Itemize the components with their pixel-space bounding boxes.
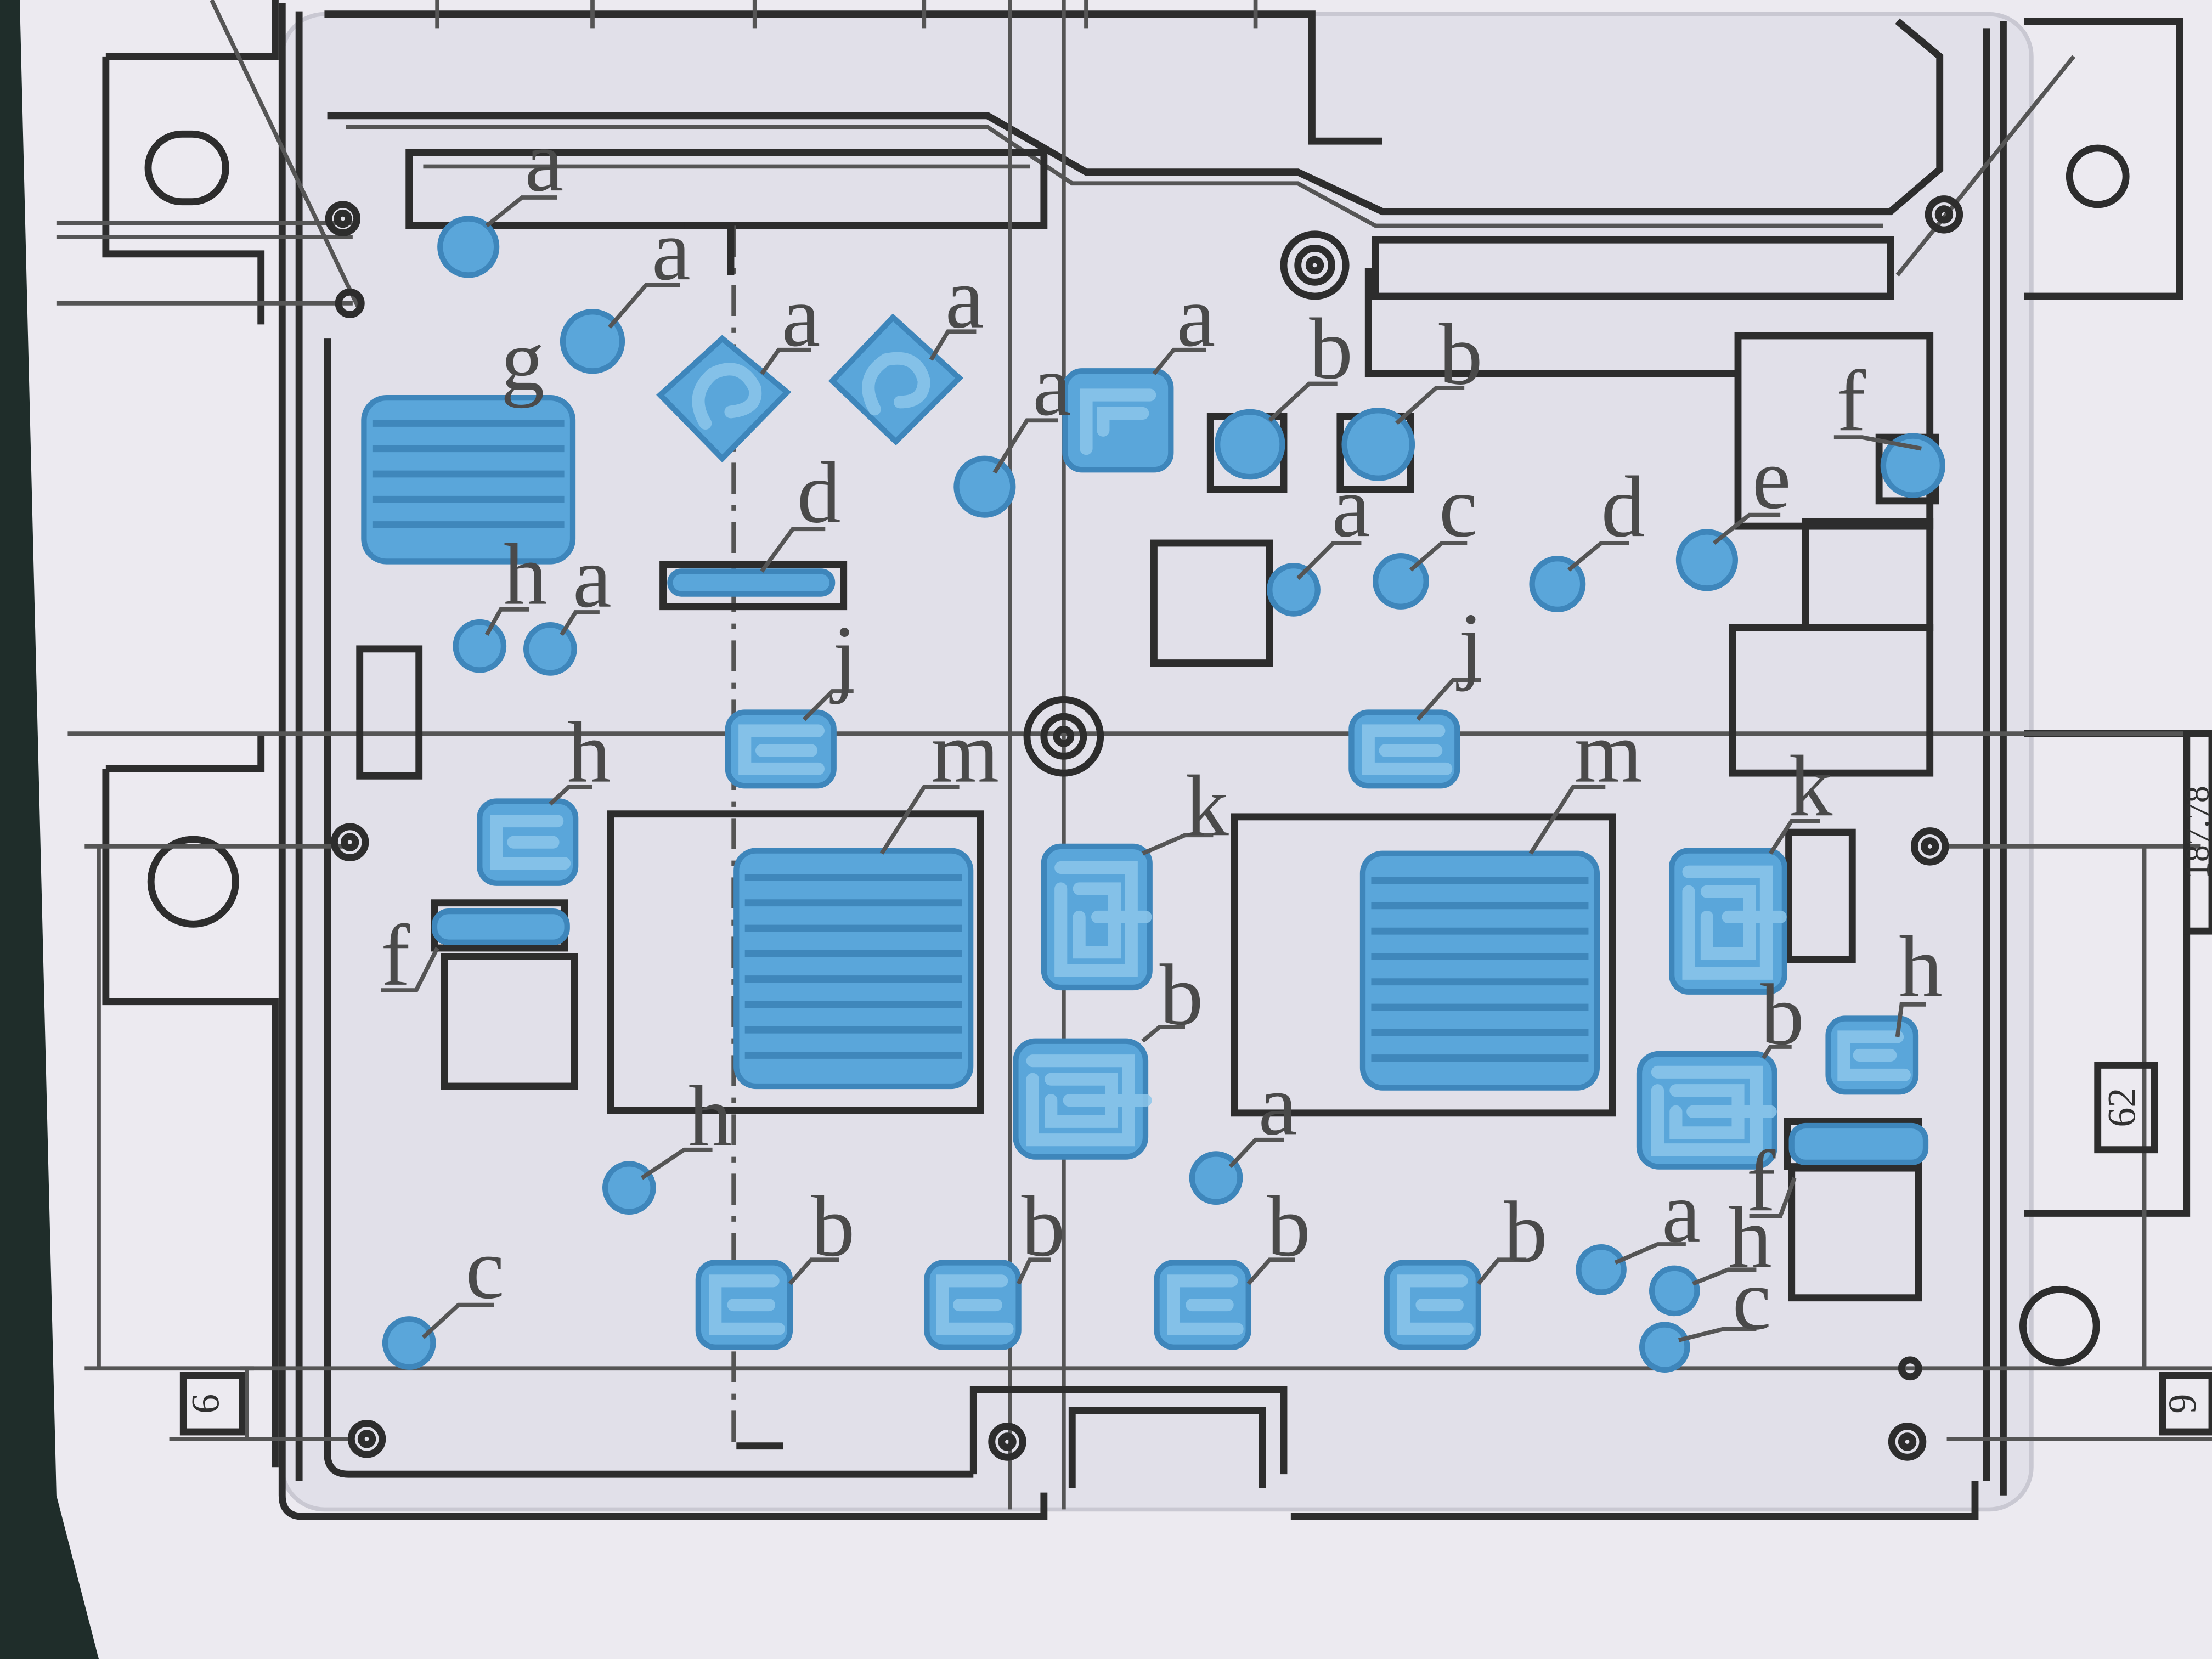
paste-diamond-pad [656, 335, 792, 463]
paste-diamond-pad [828, 313, 964, 446]
callout-c: c [466, 1221, 505, 1317]
paste-dot [1649, 1265, 1700, 1317]
paste-strip [1788, 1122, 1929, 1165]
paste-square-pad [1154, 1260, 1251, 1350]
dim-right-top: 187.78 [2179, 786, 2212, 879]
callout-h: h [567, 704, 611, 801]
dim-left-small: 9 [184, 1394, 228, 1414]
paste-dot [1267, 563, 1321, 617]
paste-square-pad [1348, 709, 1460, 789]
paste-square-pad [1384, 1260, 1482, 1350]
callout-a: a [1177, 268, 1216, 365]
callout-b: b [811, 1178, 855, 1275]
paste-dot [1639, 1322, 1690, 1373]
callout-d: d [1601, 459, 1645, 555]
callout-b: b [1160, 947, 1204, 1043]
paste-square-pad [725, 709, 837, 789]
paste-dot [1576, 1244, 1627, 1295]
callout-b: b [1439, 306, 1483, 403]
paste-square-pad [1669, 848, 1788, 995]
dimension-numbers: 9 9 62 187.78 [184, 786, 2212, 1413]
callout-h: h [504, 527, 548, 623]
dim-right-small: 9 [2160, 1394, 2204, 1414]
callout-j: j [1456, 596, 1483, 692]
paste-strip [431, 909, 570, 945]
callout-f: f [381, 907, 410, 1004]
drawing-linework [56, 0, 2212, 1520]
callout-f: f [1837, 353, 1866, 449]
paste-square-pad [695, 1260, 793, 1350]
callout-m: m [931, 704, 999, 801]
callout-h: h [1899, 918, 1943, 1015]
paste-dot [1189, 1151, 1243, 1205]
callout-c: c [1439, 459, 1478, 555]
callout-b: b [1022, 1178, 1065, 1275]
callout-m: m [1575, 704, 1643, 801]
paste-square-pad [477, 798, 579, 886]
paste-serpentine-pad [733, 848, 974, 1090]
dim-right-mid: 62 [2100, 1088, 2144, 1127]
callout-k: k [1185, 758, 1229, 854]
callout-a: a [945, 250, 984, 347]
paste-serpentine-pad [1359, 850, 1600, 1091]
callout-a: a [573, 529, 612, 626]
paste-dot [560, 309, 625, 374]
paste-dot [1880, 433, 1946, 498]
paste-dot [1675, 529, 1738, 591]
mounting-holes [325, 195, 1963, 1461]
paste-strip [667, 568, 836, 597]
paste-deposits [361, 216, 1946, 1373]
callout-b: b [1267, 1178, 1311, 1275]
paste-square-pad [1013, 1038, 1152, 1160]
paste-dot [953, 455, 1016, 518]
paste-square-pad [1041, 843, 1153, 991]
paste-dot [1215, 409, 1285, 480]
callout-g: g [501, 312, 545, 409]
paste-square-pad [924, 1260, 1022, 1350]
callout-labels: a a a a a a b b f a c d e d g h a j j h … [381, 113, 1943, 1348]
callout-e: e [1752, 431, 1791, 527]
callout-c: c [1733, 1251, 1771, 1348]
callout-a: a [652, 202, 691, 298]
callout-h: h [1728, 1189, 1772, 1286]
callout-a: a [1662, 1164, 1701, 1261]
callout-a: a [525, 113, 564, 210]
callout-f: f [1746, 1133, 1776, 1229]
callout-b: b [1309, 301, 1353, 397]
callout-b: b [1504, 1184, 1548, 1280]
callout-a: a [1032, 337, 1071, 434]
paste-dot [523, 622, 577, 676]
callout-h: h [689, 1068, 732, 1165]
callout-a: a [1259, 1057, 1297, 1153]
callout-leaders [381, 195, 1926, 1342]
paste-square-pad [1062, 368, 1174, 473]
paste-dot [453, 619, 507, 673]
paste-square-pad [1825, 1015, 1919, 1095]
dimension-annotations [179, 730, 2212, 1441]
callout-b: b [1760, 967, 1804, 1063]
paste-square-pad [1636, 1051, 1778, 1170]
paste-dot [437, 216, 500, 278]
callout-k: k [1789, 738, 1833, 834]
paste-serpentine-pad [361, 395, 576, 565]
callout-a: a [1331, 459, 1370, 555]
callout-j: j [830, 608, 856, 705]
callout-d: d [797, 444, 841, 541]
paste-dot [1341, 408, 1415, 481]
callout-a: a [782, 268, 821, 365]
paste-dot [602, 1161, 656, 1215]
paste-dot [382, 1316, 436, 1370]
